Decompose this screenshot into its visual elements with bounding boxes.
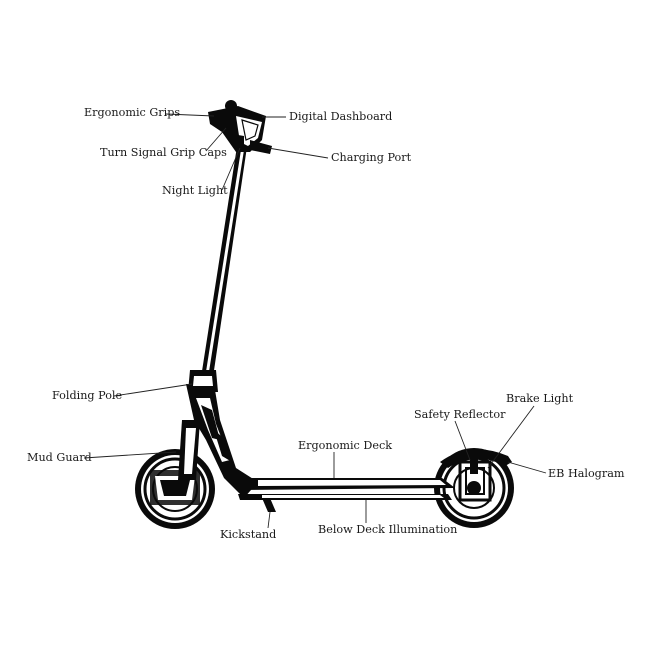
label-kickstand: Kickstand xyxy=(220,528,276,541)
part-labels: Ergonomic Grips Digital Dashboard Turn S… xyxy=(27,106,625,541)
leader-safety-reflector xyxy=(454,420,471,461)
leader-lines xyxy=(83,113,547,529)
leader-brake-light xyxy=(487,405,535,469)
leader-eb-halogram xyxy=(507,461,547,474)
leader-kickstand xyxy=(267,511,271,529)
label-charging-port: Charging Port xyxy=(331,151,412,164)
rear-fender xyxy=(440,449,512,502)
handlebar xyxy=(208,100,272,154)
deck xyxy=(238,478,455,500)
leader-turn-signal-grip-caps xyxy=(205,127,227,152)
label-folding-pole: Folding Pole xyxy=(52,389,123,402)
label-ergonomic-grips: Ergonomic Grips xyxy=(84,106,180,119)
leader-mud-guard xyxy=(83,451,177,459)
label-eb-halogram: EB Halogram xyxy=(548,467,625,480)
stem xyxy=(188,140,248,392)
label-mud-guard: Mud Guard xyxy=(27,451,92,464)
leader-night-light xyxy=(221,147,241,191)
label-brake-light: Brake Light xyxy=(506,392,574,405)
label-safety-reflector: Safety Reflector xyxy=(414,408,506,421)
front-wheel xyxy=(135,449,215,529)
kickstand-shape xyxy=(262,498,276,512)
leader-ergonomic-grips xyxy=(165,113,215,117)
frame xyxy=(178,384,258,498)
label-night-light: Night Light xyxy=(162,184,228,197)
label-ergonomic-deck: Ergonomic Deck xyxy=(298,439,392,452)
leader-folding-pole xyxy=(113,383,193,397)
label-turn-signal-grip-caps: Turn Signal Grip Caps xyxy=(100,146,227,159)
scooter-illustration xyxy=(135,100,514,529)
label-digital-dashboard: Digital Dashboard xyxy=(289,110,392,123)
label-below-deck-illumination: Below Deck Illumination xyxy=(318,523,457,536)
leader-charging-port xyxy=(267,147,329,159)
